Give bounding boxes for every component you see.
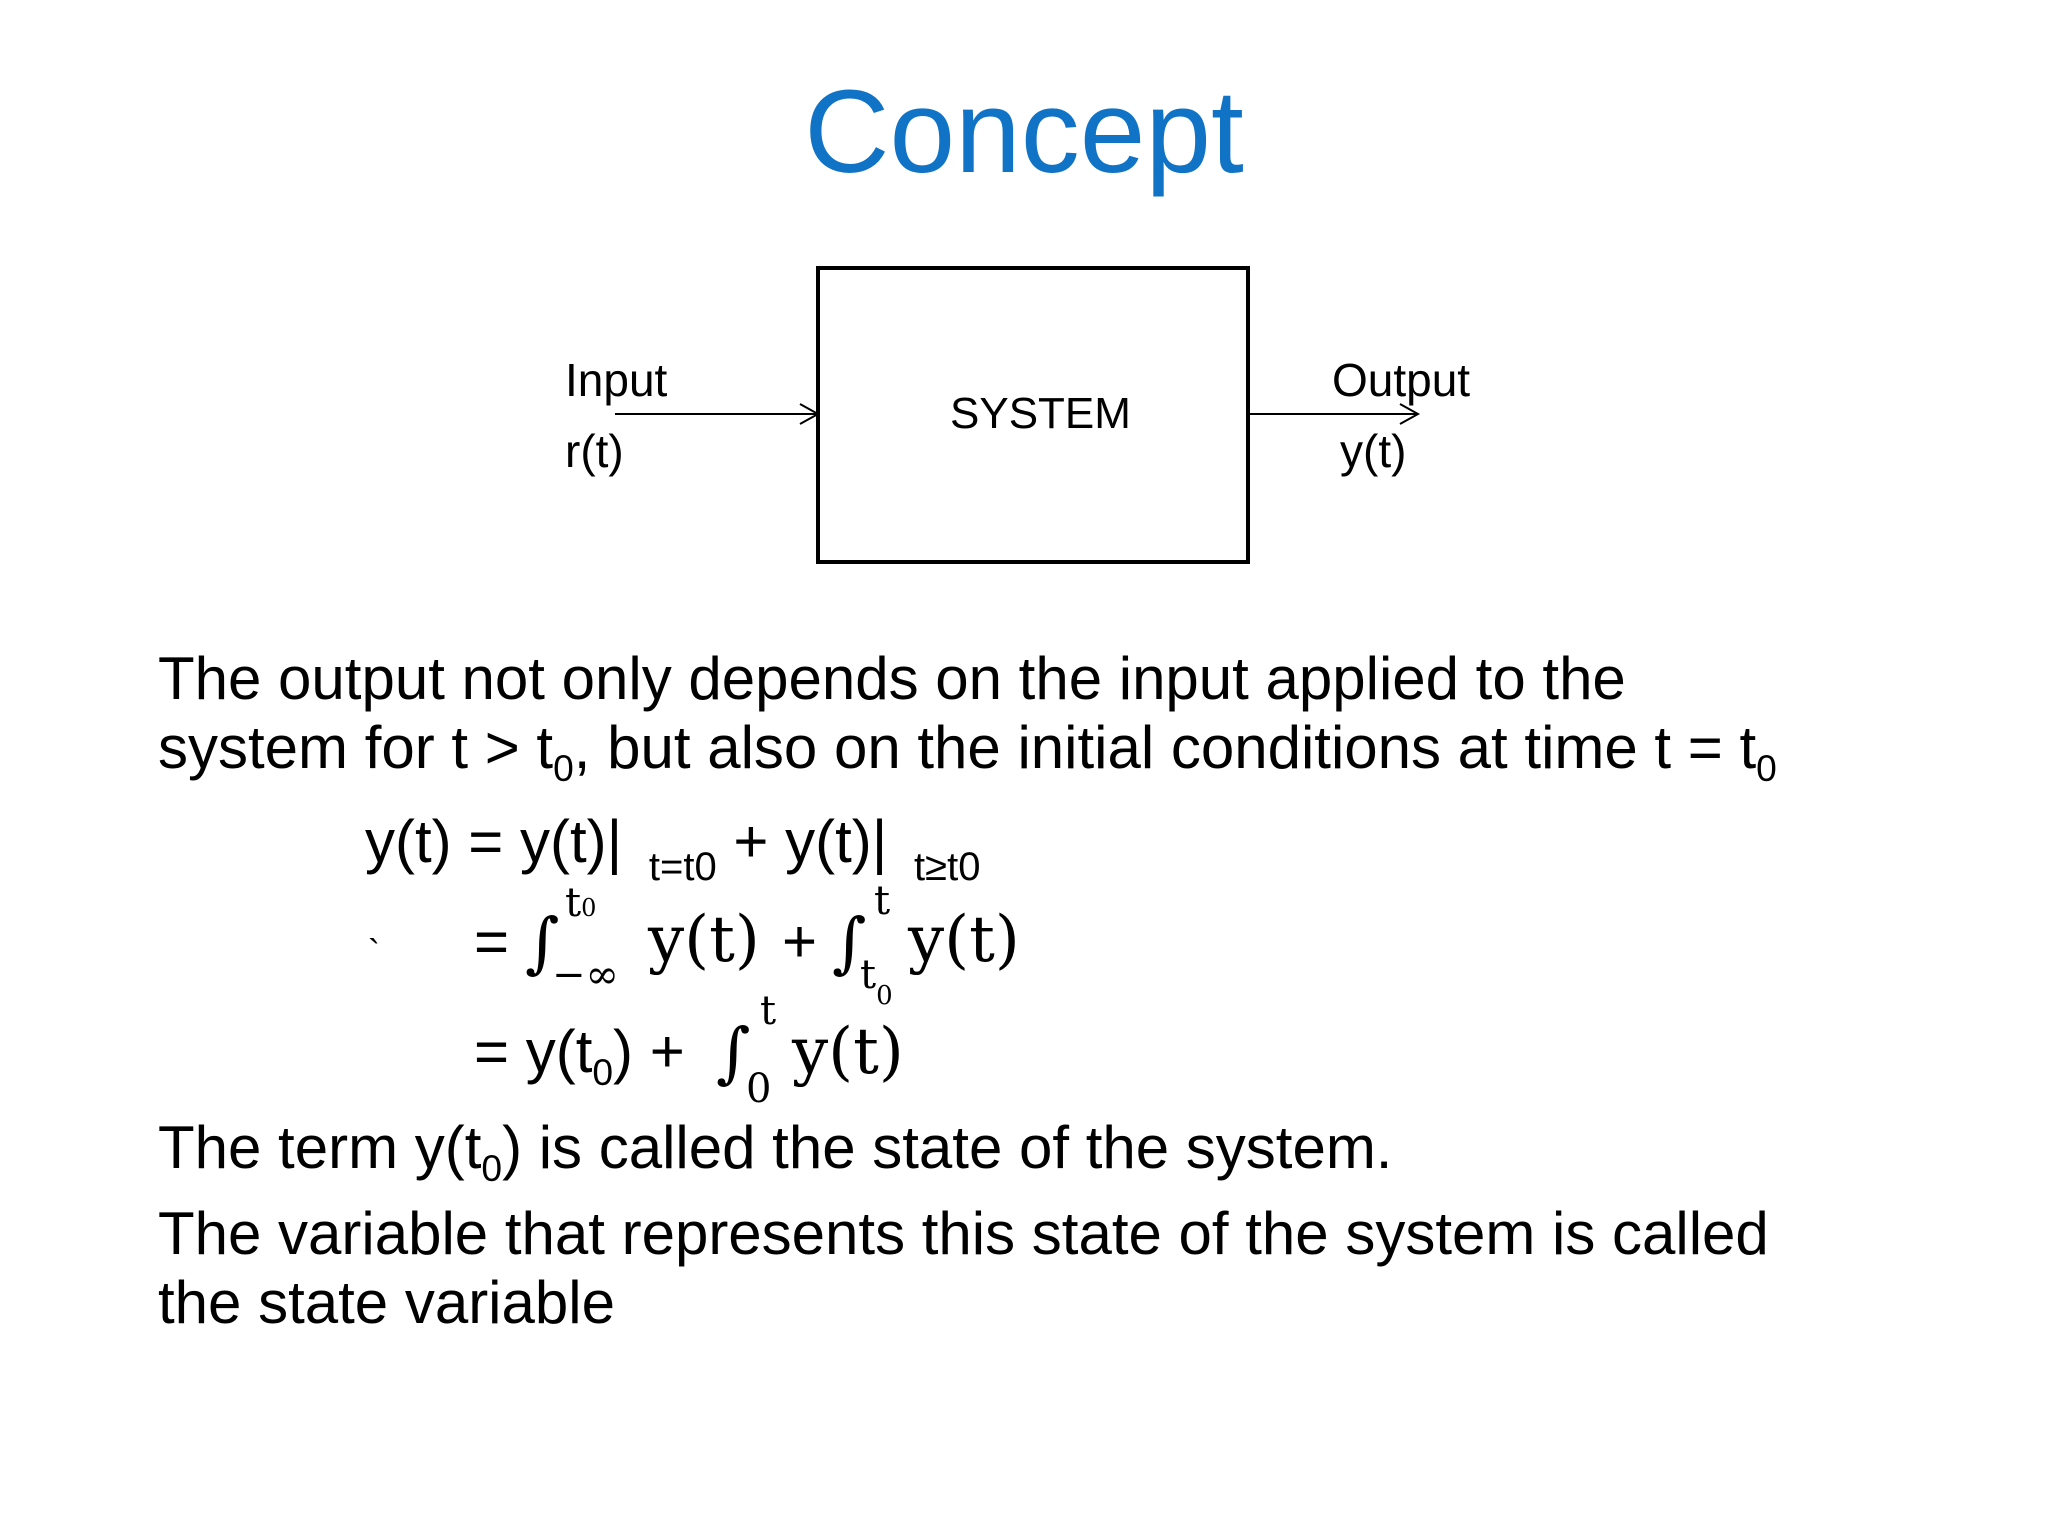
body-line-2-sub-1: 0 (553, 747, 574, 790)
eq2-integral-2-sign: ∫ (832, 904, 867, 981)
body-line-3-sub: 0 (481, 1147, 503, 1190)
eq3-sub: 0 (592, 1051, 614, 1094)
eq3-part-a: = y(t (474, 1018, 593, 1085)
body-line-2-sub-2: 0 (1756, 747, 1777, 790)
eq2-equals: = (474, 908, 510, 975)
equation-1: y(t) = y(t)| t=t0 + y(t)| t≥t0 (365, 812, 980, 888)
eq2-integral-2-body: y(t) (908, 903, 1020, 977)
eq2-plus: + (782, 908, 818, 975)
system-label: SYSTEM (950, 389, 1131, 438)
eq3-integral-sign: ∫ (716, 1014, 751, 1091)
output-signal-label: y(t) (1340, 425, 1407, 477)
eq2-integral-2-lower: t0 (860, 952, 893, 1011)
body-line-3-a: The term y(t (158, 1114, 482, 1181)
body-line-4: The variable that represents this state … (158, 1200, 1769, 1267)
input-arrow-head (799, 403, 821, 425)
eq3-part-b: ) + (613, 1018, 685, 1085)
eq1-sub-2: t≥t0 (914, 845, 981, 889)
input-label: Input (565, 354, 668, 406)
eq2-integral-1-upper: t0 (565, 880, 597, 926)
body-line-2-b: , but also on the initial conditions at … (573, 714, 1757, 781)
eq2-integral-2-upper: t (874, 878, 891, 924)
input-signal-label: r(t) (565, 425, 624, 477)
eq1-sub-1: t=t0 (648, 845, 717, 889)
body-line-3-b: ) is called the state of the system. (502, 1114, 1393, 1181)
eq1-part-b: + y(t)| (733, 808, 888, 875)
eq3-integral-upper: t (760, 988, 777, 1034)
eq2-integral-1-lower: −∞ (552, 952, 619, 998)
body-line-2: system for t > t0, but also on the initi… (158, 713, 1777, 790)
output-arrow-head (1399, 403, 1421, 425)
output-label: Output (1332, 354, 1471, 406)
eq1-part-a: y(t) = y(t)| (365, 808, 623, 875)
block-diagram (615, 266, 1421, 564)
body-line-3: The term y(t0) is called the state of th… (158, 1113, 1392, 1190)
eq2-integral-1-sign: ∫ (525, 904, 560, 981)
body-line-2-a: system for t > t (158, 714, 554, 781)
eq2-integral-1-body: y(t) (648, 903, 760, 977)
eq3-integral-lower: 0 (746, 1066, 772, 1112)
equation-3: = y(t0) + (474, 1022, 685, 1091)
stray-mark: ` (368, 932, 380, 973)
eq3-integral-body: y(t) (792, 1015, 904, 1089)
body-line-5: the state variable (158, 1269, 615, 1336)
slide-title: Concept (804, 66, 1244, 198)
body-line-1: The output not only depends on the input… (158, 645, 1626, 712)
